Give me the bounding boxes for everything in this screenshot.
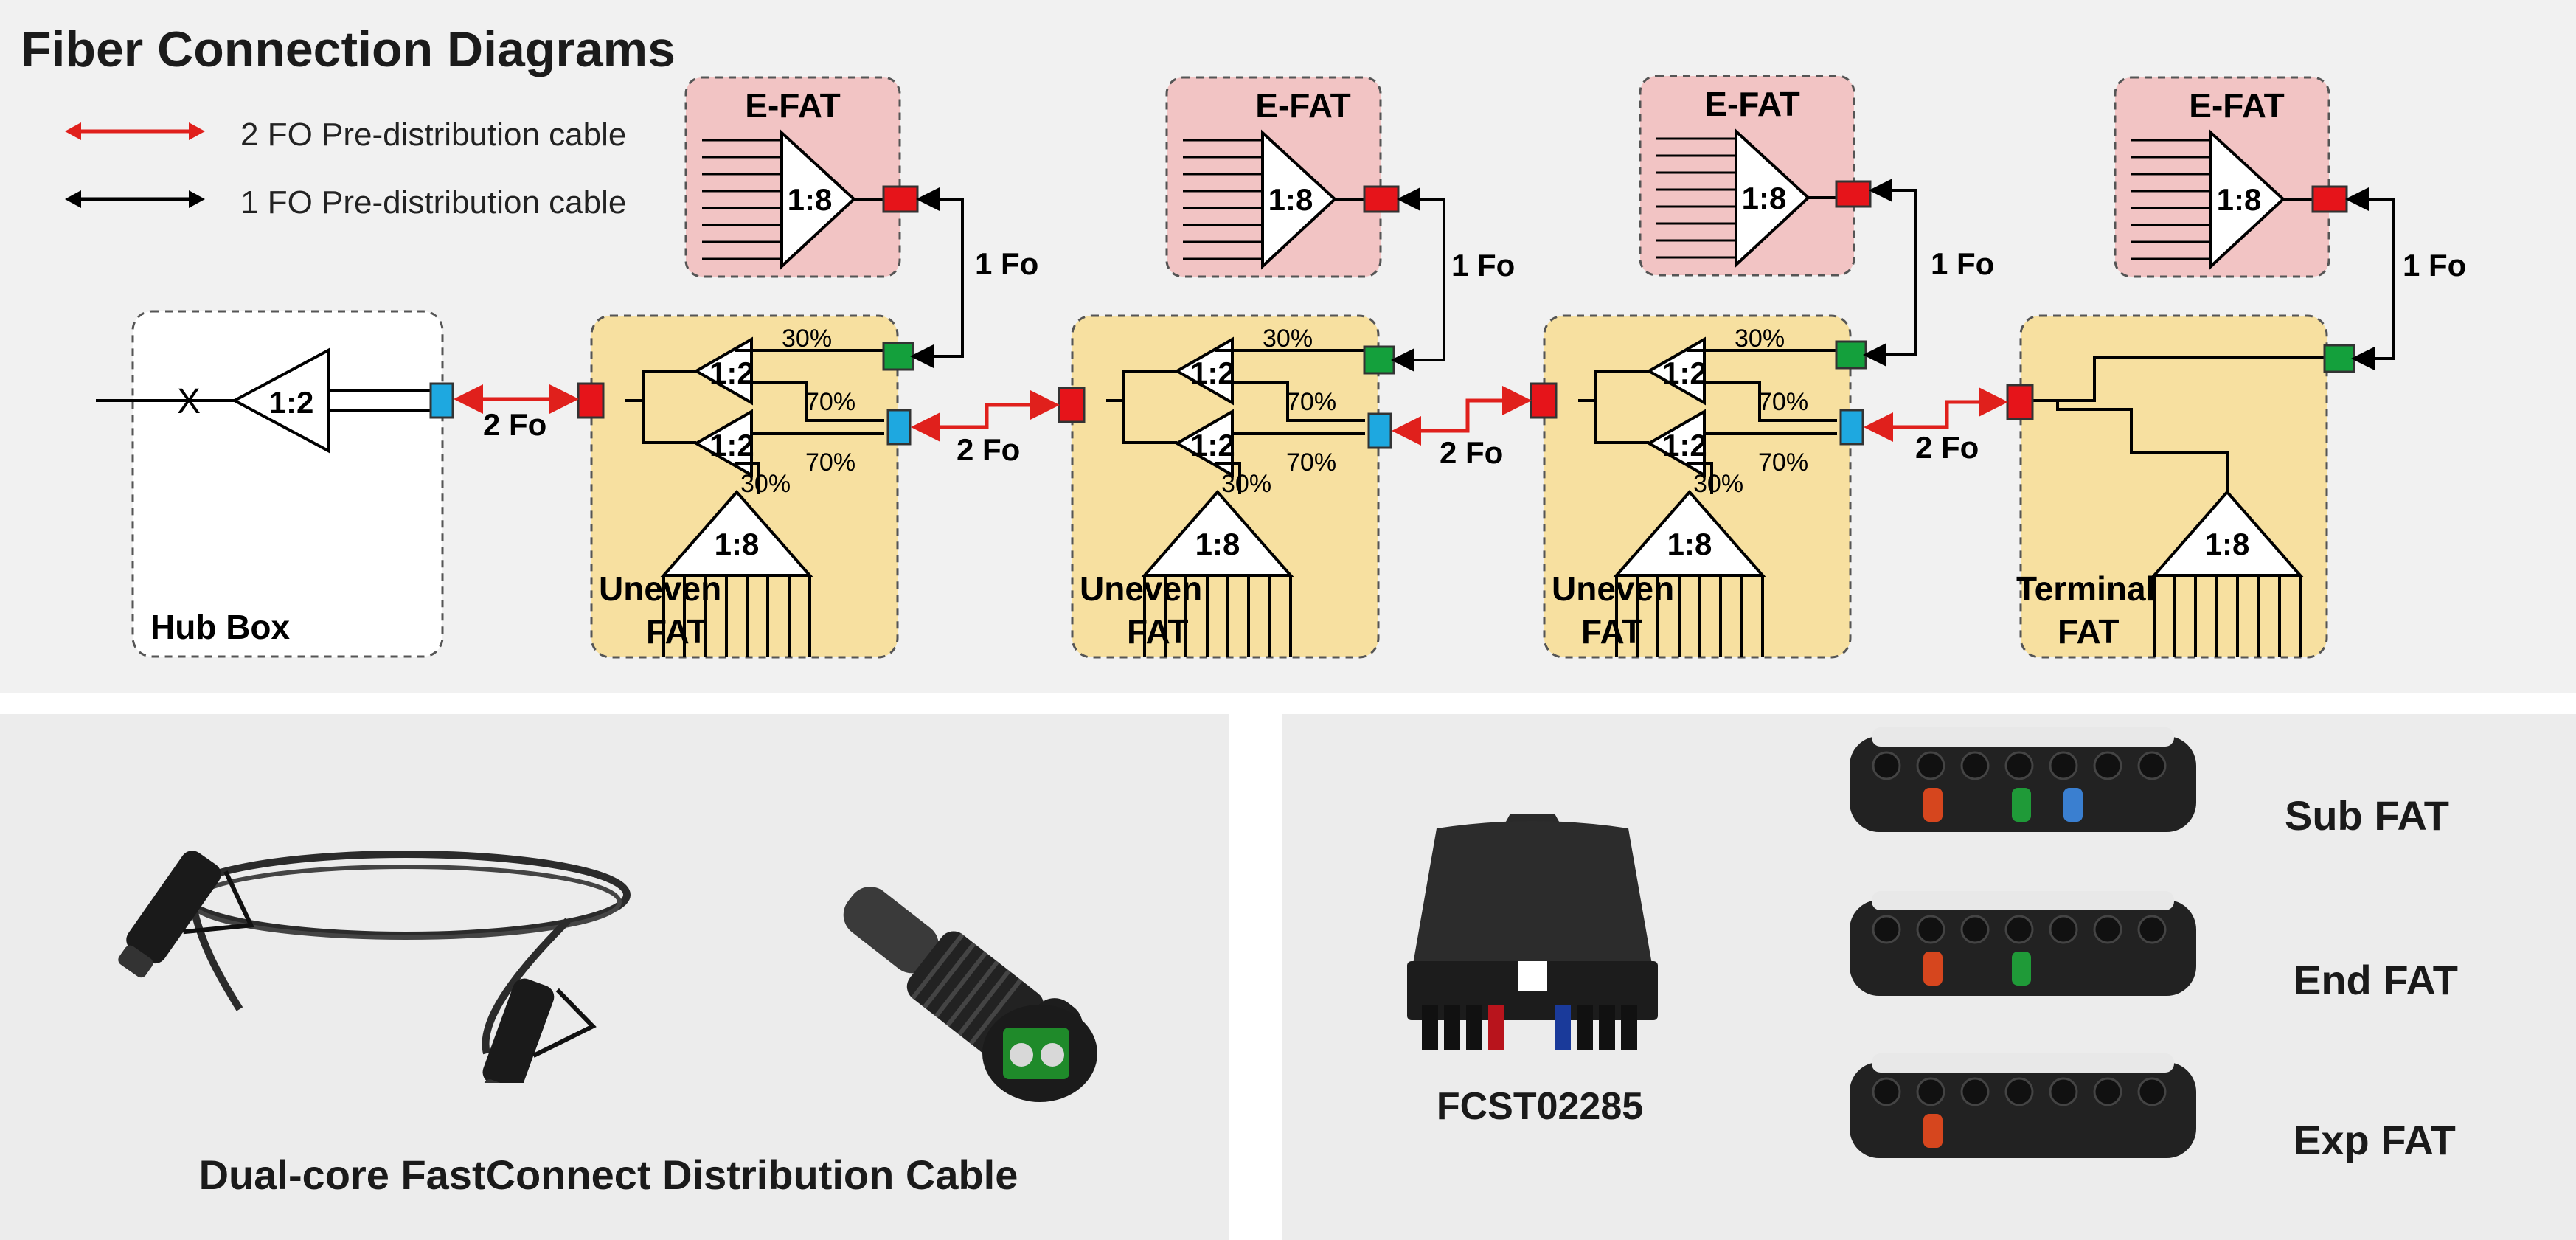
split-70-label: 70% bbox=[805, 448, 855, 477]
splitter-ratio: 1:2 bbox=[709, 428, 754, 463]
efat-title: E-FAT bbox=[2189, 86, 2284, 125]
fat-terminal: 1:8 Terminal FAT bbox=[2006, 314, 2355, 659]
link-1fo-label: 1 Fo bbox=[975, 246, 1038, 281]
split-30-label: 30% bbox=[1221, 470, 1271, 498]
sub-fat-image bbox=[1850, 727, 2196, 832]
fat-1: 1:2 1:2 30% 70% 70% 30% 1:8 Uneven FAT bbox=[577, 314, 914, 659]
fat-label-line2: FAT bbox=[646, 612, 707, 651]
efat-1: E-FAT 1:8 bbox=[684, 76, 919, 278]
efat-ratio: 1:8 bbox=[2217, 182, 2262, 217]
efat-title: E-FAT bbox=[745, 86, 840, 125]
split-30-label: 30% bbox=[1263, 325, 1313, 353]
efat-4: E-FAT 1:8 bbox=[2114, 76, 2348, 278]
diagram-panel: Fiber Connection Diagrams 2 FO Pre-distr… bbox=[0, 0, 2576, 693]
products-panel: FCST02285 Sub FAT End FAT Exp FAT bbox=[1282, 714, 2576, 1240]
cable-panel: Dual-core FastConnect Distribution Cable bbox=[0, 714, 1229, 1240]
page-title: Fiber Connection Diagrams bbox=[21, 21, 676, 77]
fat-label-line2: FAT bbox=[1127, 612, 1188, 651]
fat-3: 1:2 1:2 30% 70% 70% 30% 1:8 Uneven FAT bbox=[1530, 314, 1867, 659]
efat-ratio: 1:8 bbox=[788, 182, 833, 217]
split-70-label: 70% bbox=[805, 388, 855, 416]
link-2fo-label: 2 Fo bbox=[1915, 430, 1979, 465]
link-1fo-label: 1 Fo bbox=[1931, 246, 1994, 281]
split-30-label: 30% bbox=[1735, 325, 1785, 353]
green-port bbox=[1363, 345, 1395, 375]
closure-model-label: FCST02285 bbox=[1436, 1085, 1644, 1128]
connector-image bbox=[843, 887, 1097, 1102]
green-port bbox=[1835, 340, 1867, 370]
splitter-ratio: 1:2 bbox=[1662, 428, 1707, 463]
link-1fo-label: 1 Fo bbox=[1451, 248, 1515, 283]
red-port bbox=[577, 382, 605, 419]
blue-port bbox=[886, 409, 912, 446]
exp-fat-image bbox=[1850, 1053, 2196, 1158]
red-port bbox=[1835, 180, 1872, 208]
split-70-label: 70% bbox=[1758, 448, 1808, 477]
fat-label-line1: Uneven bbox=[1080, 569, 1202, 608]
exp-fat-label: Exp FAT bbox=[2294, 1117, 2456, 1163]
green-port bbox=[2323, 344, 2355, 373]
legend-black-arrow-icon bbox=[65, 190, 205, 208]
efat-3: E-FAT 1:8 bbox=[1639, 75, 1872, 277]
fiber-diagram: X 1:2 Hub Box 1:2 1:2 30% 70% 70% 30% 1:… bbox=[96, 75, 2466, 659]
closure-image bbox=[1407, 814, 1658, 1050]
legend-1fo-label: 1 FO Pre-distribution cable bbox=[240, 184, 627, 221]
link-2fo-label: 2 Fo bbox=[957, 432, 1020, 467]
splitter-ratio: 1:8 bbox=[1667, 527, 1712, 561]
green-port bbox=[882, 342, 914, 371]
legend-red-arrow-icon bbox=[65, 122, 205, 140]
red-port bbox=[2311, 185, 2348, 213]
fat-2: 1:2 1:2 30% 70% 70% 30% 1:8 Uneven FAT bbox=[1058, 314, 1395, 659]
cable-caption: Dual-core FastConnect Distribution Cable bbox=[198, 1151, 1018, 1198]
red-port bbox=[2006, 384, 2034, 420]
hub-splitter-ratio: 1:2 bbox=[269, 385, 314, 420]
efat-2: E-FAT 1:8 bbox=[1165, 76, 1400, 278]
split-30-label: 30% bbox=[740, 470, 791, 498]
sub-fat-label: Sub FAT bbox=[2285, 792, 2449, 839]
fat-label-line2: FAT bbox=[2058, 612, 2119, 651]
efat-title: E-FAT bbox=[1704, 85, 1799, 123]
splitter-ratio: 1:2 bbox=[1190, 356, 1235, 390]
hub-box: X 1:2 Hub Box bbox=[96, 310, 454, 658]
splitter-ratio: 1:2 bbox=[709, 356, 754, 390]
link-1fo-label: 1 Fo bbox=[2403, 248, 2466, 283]
fat-label-line1: Uneven bbox=[1552, 569, 1674, 608]
split-70-label: 70% bbox=[1286, 448, 1336, 477]
hub-x-mark: X bbox=[177, 382, 201, 421]
efat-title: E-FAT bbox=[1255, 86, 1350, 125]
distribution-cable-image bbox=[118, 851, 631, 1083]
splitter-ratio: 1:2 bbox=[1190, 428, 1235, 463]
blue-port bbox=[1367, 412, 1392, 449]
split-70-label: 70% bbox=[1286, 388, 1336, 416]
blue-port bbox=[429, 382, 454, 419]
red-port bbox=[1363, 185, 1400, 213]
fat-label-line2: FAT bbox=[1581, 612, 1642, 651]
link-2fo-label: 2 Fo bbox=[1440, 435, 1503, 470]
splitter-ratio: 1:8 bbox=[1195, 527, 1240, 561]
red-port bbox=[1058, 387, 1086, 423]
efat-ratio: 1:8 bbox=[1742, 181, 1787, 215]
link-2fo-label: 2 Fo bbox=[483, 407, 546, 442]
hub-box-label: Hub Box bbox=[150, 608, 291, 646]
splitter-ratio: 1:8 bbox=[2205, 527, 2250, 561]
split-30-label: 30% bbox=[1693, 470, 1743, 498]
blue-port bbox=[1839, 409, 1864, 446]
legend-2fo-label: 2 FO Pre-distribution cable bbox=[240, 117, 627, 153]
splitter-ratio: 1:2 bbox=[1662, 356, 1707, 390]
end-fat-label: End FAT bbox=[2294, 957, 2458, 1003]
red-port bbox=[882, 185, 919, 213]
split-70-label: 70% bbox=[1758, 388, 1808, 416]
efat-ratio: 1:8 bbox=[1268, 182, 1313, 217]
split-30-label: 30% bbox=[782, 325, 832, 353]
red-port bbox=[1530, 382, 1558, 419]
end-fat-image bbox=[1850, 891, 2196, 996]
fat-label-line1: Terminal bbox=[2016, 569, 2155, 608]
fat-label-line1: Uneven bbox=[599, 569, 721, 608]
splitter-ratio: 1:8 bbox=[715, 527, 760, 561]
